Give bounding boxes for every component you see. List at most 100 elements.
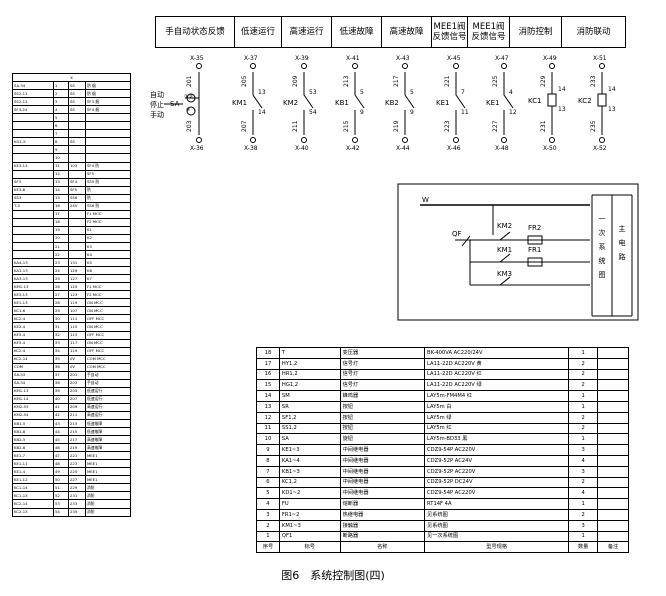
- bom-cell: 中间继电器: [339, 454, 426, 467]
- terminal-cell: 207: [68, 394, 86, 404]
- terminal-cell: 25: [53, 274, 69, 284]
- terminal-cell: 103: [68, 161, 86, 171]
- bom-cell: SM: [278, 390, 341, 402]
- terminal-cell: 209: [68, 402, 86, 412]
- bom-cell: SR: [278, 400, 341, 413]
- bom-cell: KD1~2: [278, 487, 341, 500]
- pin-number: 14: [258, 109, 266, 116]
- terminal-cell: SS6 防: [85, 201, 131, 211]
- terminal-cell: T-3: [12, 201, 54, 211]
- terminal-cell: KE1-12: [12, 475, 54, 485]
- terminal-cell: SS3: [12, 193, 54, 203]
- terminal-cell: SS: [68, 97, 86, 107]
- terminal-cell: MEE1: [85, 467, 131, 477]
- terminal-cell: KC1-13: [12, 491, 54, 501]
- bom-cell: 11: [256, 422, 280, 435]
- terminal-cell: [68, 250, 86, 260]
- terminal-cell: SA-34: [12, 81, 54, 91]
- terminal-cell: 131: [68, 258, 86, 268]
- terminal-cell: 50: [53, 475, 69, 485]
- terminal-cell: 20: [53, 233, 69, 243]
- bom-cell: 3: [568, 519, 599, 532]
- terminal-cell: KB2-5: [12, 435, 54, 445]
- bom-cell: 7: [256, 465, 280, 478]
- bom-cell: [597, 476, 629, 489]
- terminal-cell: 32: [53, 330, 69, 340]
- terminal-cell: 113: [68, 330, 86, 340]
- qf-label: QF: [452, 230, 462, 238]
- device-label: KC2: [578, 97, 592, 105]
- terminal-cell: 37: [53, 370, 69, 380]
- bom-cell: 14: [256, 390, 280, 402]
- terminal-label: X-39: [295, 55, 309, 62]
- device-label: KM1: [232, 99, 248, 107]
- bom-cell: 断路器: [339, 530, 426, 543]
- fr2-label: FR2: [528, 224, 542, 232]
- bom-cell: KC1,2: [278, 476, 341, 489]
- terminal-label: X-48: [495, 145, 509, 152]
- terminal-cell: SS: [68, 89, 86, 99]
- bom-cell: BK-400VA AC220/24V: [424, 347, 570, 359]
- terminal-cell: 42: [53, 410, 69, 421]
- terminal-label: X-41: [346, 55, 360, 62]
- terminal-cell: 2: [53, 89, 69, 99]
- terminal-cell: [68, 241, 86, 252]
- bom-head-row: 序号标号名称型号规格数量备注: [256, 541, 629, 554]
- terminal-cell: OFF MCC: [85, 330, 131, 340]
- bom-cell: [597, 508, 629, 521]
- bom-cell: 按钮: [339, 422, 426, 435]
- terminal-cell: 3: [53, 97, 69, 107]
- terminal-cell: 211: [68, 410, 86, 421]
- terminal-cell: KA4-13: [12, 258, 54, 268]
- terminal-cell: 29: [53, 306, 69, 316]
- sa-auto-label: 自动: [150, 91, 164, 99]
- bom-cell: CDZ9-54P AC220V: [424, 444, 570, 456]
- terminal-cell: K2: [85, 233, 131, 243]
- bom-cell: HR1,2: [278, 368, 341, 381]
- bom-cell: 1: [568, 433, 599, 446]
- terminal-cell: KE3-4: [12, 330, 54, 340]
- bom-cell: 10: [256, 433, 280, 446]
- wire-number: 227: [492, 120, 499, 132]
- bom-cell: 2: [256, 519, 280, 532]
- side-panel-right: 主电路: [618, 225, 626, 261]
- terminal-cell: 52: [53, 491, 69, 501]
- terminal-cell: KE1-4: [12, 467, 54, 477]
- header-cell: 消防联动: [562, 16, 626, 48]
- bom-cell: FR1~2: [278, 508, 341, 521]
- wire-number: 217: [393, 75, 400, 87]
- terminal-cell: [12, 209, 54, 219]
- bom-cell: 2: [568, 411, 599, 424]
- wire-number: 231: [540, 120, 547, 132]
- terminal-cell: 19: [53, 225, 69, 235]
- bom-cell: 18: [256, 347, 280, 359]
- terminal-cell: 40: [53, 394, 69, 404]
- terminal-cell: 36: [53, 362, 69, 372]
- terminal-cell: 129: [68, 266, 86, 276]
- bom-cell: 4: [256, 498, 280, 510]
- terminal-cell: F2 MCC: [85, 290, 131, 300]
- bom-cell: [597, 498, 629, 510]
- bom-cell: 3: [568, 444, 599, 456]
- terminal-cell: 44: [53, 427, 69, 437]
- bom-cell: 1: [568, 390, 599, 402]
- bom-cell: 中间继电器: [339, 465, 426, 478]
- terminal-cell: 1: [53, 81, 69, 91]
- bom-cell: 2: [568, 508, 599, 521]
